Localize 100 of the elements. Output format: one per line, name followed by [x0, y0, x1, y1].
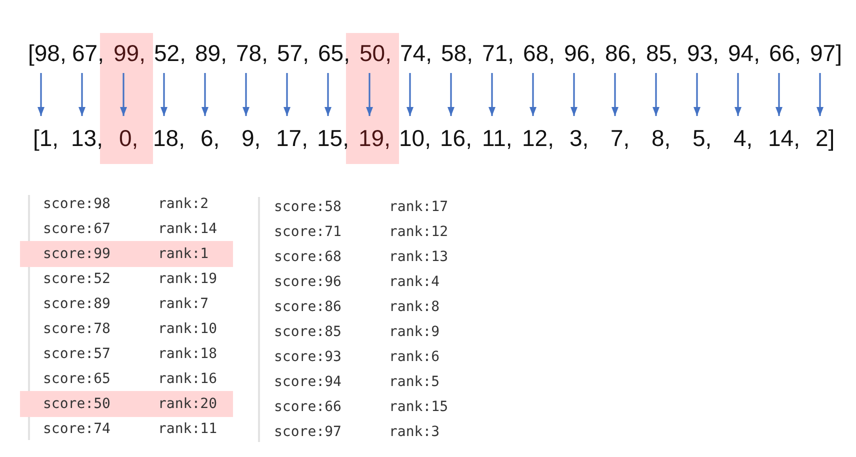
rank-text: rank:17: [389, 198, 448, 216]
list-value: 16,: [440, 116, 472, 152]
list-value: 57,: [277, 39, 309, 73]
list-value: 86,: [605, 39, 637, 73]
score-text: score:99: [43, 245, 110, 263]
list-value: [1,: [33, 116, 59, 152]
arrow: [78, 73, 86, 116]
arrow: [160, 73, 168, 116]
highlight-row: [20, 391, 233, 417]
score-text: score:96: [274, 273, 342, 291]
score-text: score:93: [274, 348, 342, 366]
rank-text: rank:19: [158, 270, 218, 288]
list-value: 67,: [72, 39, 104, 73]
arrow: [776, 73, 782, 116]
rank-text: rank:8: [389, 298, 440, 316]
score-text: score:86: [274, 298, 342, 316]
score-text: score:52: [43, 270, 110, 288]
arrow: [406, 73, 414, 116]
list-value: 13,: [71, 116, 103, 152]
score-text: score:97: [274, 423, 342, 441]
rank-text: rank:3: [389, 423, 440, 441]
rank-text: rank:4: [389, 273, 440, 291]
rank-text: rank:2: [158, 195, 209, 213]
list-value: 93,: [687, 39, 719, 73]
list-value: 7,: [610, 116, 630, 152]
rank-text: rank:11: [158, 420, 218, 438]
arrow: [816, 73, 824, 116]
arrow: [612, 73, 618, 116]
rank-text: rank:9: [389, 323, 440, 341]
list-value: 3,: [570, 116, 589, 152]
score-text: score:65: [43, 370, 110, 388]
score-text: score:67: [43, 220, 110, 238]
highlight-band: [346, 33, 399, 164]
list-value: 85,: [646, 39, 678, 73]
list-value: 18,: [153, 116, 185, 152]
list-value: 0,: [119, 116, 138, 152]
score-text: score:57: [43, 345, 110, 363]
rank-text: rank:12: [389, 223, 448, 241]
list-value: 94,: [728, 39, 760, 73]
arrow: [202, 73, 208, 116]
rank-text: rank:13: [389, 248, 448, 266]
list-value: 6,: [200, 116, 220, 152]
arrow: [38, 73, 44, 116]
list-value: 74,: [400, 39, 432, 73]
arrow: [448, 73, 454, 116]
arrow: [570, 73, 578, 116]
score-text: score:98: [43, 195, 110, 213]
list-value: 71,: [482, 39, 514, 73]
score-text: score:78: [43, 320, 110, 338]
score-text: score:68: [274, 248, 342, 266]
list-value: 99,: [114, 39, 146, 73]
list-value: 66,: [769, 39, 801, 73]
list-value: 58,: [441, 39, 473, 73]
highlight-band: [100, 33, 153, 164]
list-value: 5,: [692, 116, 712, 152]
list-value: 96,: [564, 39, 596, 73]
arrow: [284, 73, 290, 116]
list-value: 9,: [242, 116, 261, 152]
score-text: score:71: [274, 223, 342, 241]
rank-text: rank:20: [158, 395, 218, 413]
list-value: 50,: [360, 39, 392, 73]
highlight-row: [20, 241, 233, 267]
list-value: 15,: [317, 116, 349, 152]
arrow: [366, 73, 373, 116]
score-text: score:85: [274, 323, 342, 341]
score-text: score:50: [43, 395, 110, 413]
rank-text: rank:6: [389, 348, 440, 366]
score-text: score:66: [274, 398, 342, 416]
list-value: 78,: [236, 39, 268, 73]
list-value: 2]: [816, 116, 835, 152]
arrow: [530, 73, 536, 116]
list-value: 19,: [358, 116, 390, 152]
rank-text: rank:16: [158, 370, 218, 388]
score-text: score:89: [43, 295, 110, 313]
list-value: 10,: [399, 116, 431, 152]
list-value: 97]: [810, 39, 842, 73]
arrow: [242, 73, 250, 116]
list-value: 12,: [522, 116, 554, 152]
arrow: [488, 73, 496, 116]
rank-text: rank:14: [158, 220, 218, 238]
list-value: 8,: [652, 116, 671, 152]
score-text: score:94: [274, 373, 342, 391]
arrow: [694, 73, 700, 116]
list-value: 65,: [318, 39, 350, 73]
rank-text: rank:10: [158, 320, 218, 338]
list-value: 68,: [523, 39, 555, 73]
rank-text: rank:5: [389, 373, 440, 391]
rank-text: rank:18: [158, 345, 218, 363]
list-value: 4,: [734, 116, 753, 152]
list-value: 89,: [195, 39, 227, 73]
arrow: [734, 73, 742, 116]
list-value: 14,: [768, 116, 800, 152]
list-value: [98,: [28, 39, 66, 73]
score-text: score:74: [43, 420, 110, 438]
score-text: score:58: [274, 198, 342, 216]
list-value: 52,: [154, 39, 186, 73]
arrow: [652, 73, 660, 116]
arrow: [120, 73, 127, 116]
rank-text: rank:1: [158, 245, 209, 263]
list-value: 17,: [276, 116, 308, 152]
